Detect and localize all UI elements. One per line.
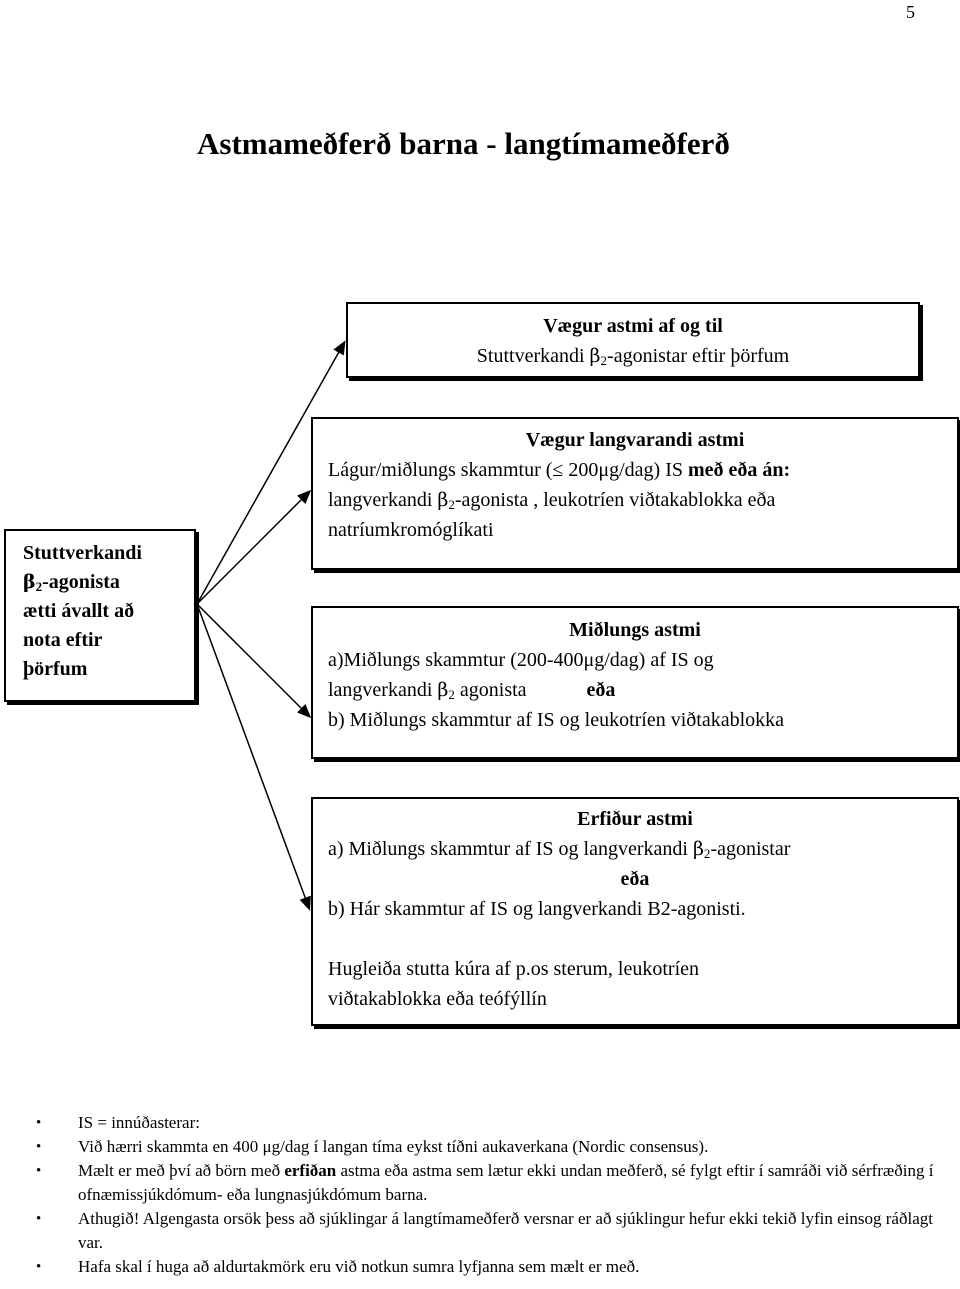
severe-box: Erfiður astmi a) Miðlungs skammtur af IS… — [311, 797, 959, 1026]
note-item: •IS = innúðasterar: — [36, 1113, 200, 1132]
severe-line4: Hugleiða stutta kúra af p.os sterum, leu… — [328, 958, 700, 980]
severe-heading: Erfiður astmi — [577, 808, 693, 830]
mild-persistent-heading: Vægur langvarandi astmi — [525, 429, 745, 451]
moderate-box: Miðlungs astmi a)Miðlungs skammtur (200-… — [311, 606, 959, 759]
arrow-to-severe — [196, 603, 311, 911]
left-box-line1: Stuttverkandi — [23, 542, 142, 564]
mild-persistent-line3: natríumkromóglíkati — [328, 519, 494, 541]
page-number: 5 — [906, 2, 915, 22]
severe-line5: viðtakablokka eða teófýllín — [328, 988, 547, 1010]
moderate-line3: b) Miðlungs skammtur af IS og leukotríen… — [328, 709, 785, 731]
page-title: Astmameðferð barna - langtímameðferð — [197, 126, 730, 161]
arrow-to-moderate — [196, 603, 312, 719]
severe-line3: b) Hár skammtur af IS og langverkandi B2… — [328, 898, 746, 920]
moderate-line1: a)Miðlungs skammtur (200-400μg/dag) af I… — [328, 649, 714, 671]
mild-persistent-line1: Lágur/miðlungs skammtur (≤ 200μg/dag) IS… — [328, 459, 791, 481]
note-item: •Mælt er með því að börn með erfiðan ast… — [36, 1161, 934, 1204]
mild-intermittent-heading: Vægur astmi af og til — [543, 315, 723, 337]
severe-or: eða — [620, 868, 650, 890]
note-item: •Við hærri skammta en 400 μg/dag í langa… — [36, 1137, 709, 1156]
note-item: •Athugið! Algengasta orsök þess að sjúkl… — [36, 1209, 933, 1252]
mild-intermittent-line: Stuttverkandi β2-agonistar eftir þörfum — [476, 345, 790, 368]
mild-persistent-box: Vægur langvarandi astmi Lágur/miðlungs s… — [311, 417, 959, 570]
left-box-line3: ætti ávallt að — [23, 600, 135, 622]
notes-list: •IS = innúðasterar: •Við hærri skammta e… — [36, 1111, 936, 1279]
moderate-heading: Miðlungs astmi — [569, 619, 701, 641]
mild-persistent-line2: langverkandi β2-agonista , leukotríen vi… — [328, 489, 776, 512]
rescue-medication-box: Stuttverkandi β2-agonista ætti ávallt að… — [4, 529, 196, 702]
mild-intermittent-box: Vægur astmi af og til Stuttverkandi β2-a… — [346, 302, 920, 378]
note-item: •Hafa skal í huga að aldurtakmörk eru vi… — [36, 1257, 640, 1276]
severe-line1: a) Miðlungs skammtur af IS og langverkan… — [328, 838, 791, 861]
arrow-to-mild-persistent — [196, 489, 312, 605]
left-box-line4: nota eftir — [23, 629, 103, 651]
left-box-line2: β2-agonista — [23, 571, 120, 594]
left-box-line5: þörfum — [23, 658, 88, 680]
